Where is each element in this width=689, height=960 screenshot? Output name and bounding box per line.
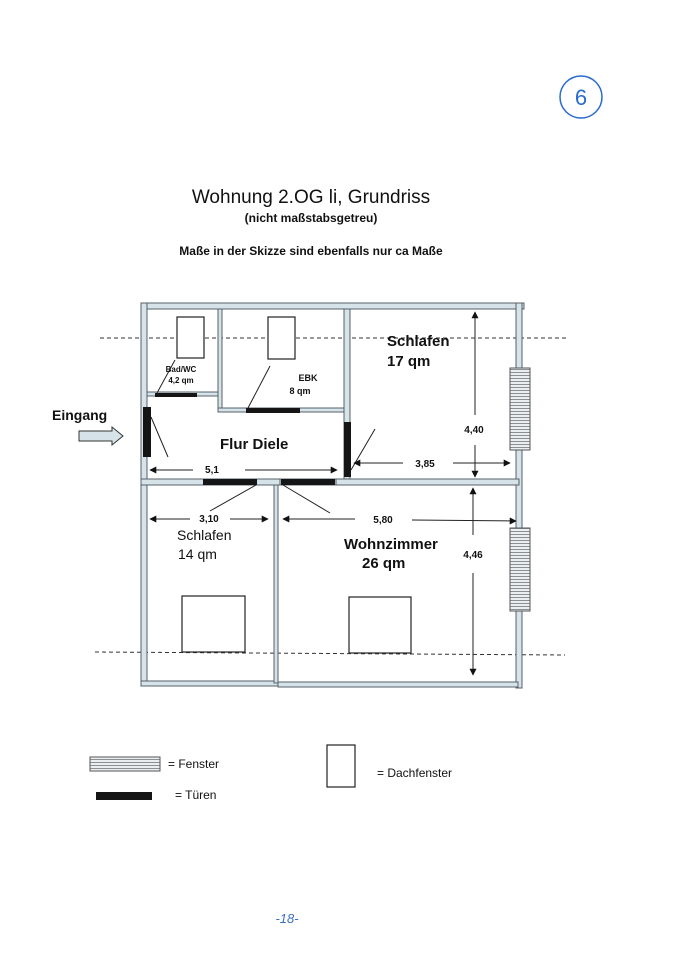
dimension-lines	[149, 311, 517, 676]
dimension-flur-width: 5,1	[205, 465, 219, 476]
room-area-schlafen-14: 14 qm	[178, 546, 217, 562]
dimension-schlafen-17-width: 3,85	[415, 459, 435, 470]
skylight	[267, 316, 296, 360]
dimension-schlafen-17-depth: 4,40	[464, 425, 484, 436]
dimension-schlafen-14-width: 3,10	[199, 514, 219, 525]
page-marker-number: 6	[575, 85, 587, 110]
dimension-wohnzimmer-depth: 4,46	[463, 550, 483, 561]
room-name-wohnzimmer: Wohnzimmer	[344, 536, 438, 553]
room-name-flur: Flur Diele	[220, 436, 288, 453]
legend-skylight-symbol	[326, 744, 356, 788]
room-name-ebk: EBK	[298, 373, 318, 383]
skylight	[348, 596, 412, 654]
roof-slope-line	[94, 651, 566, 656]
room-area-ebk: 8 qm	[289, 386, 310, 396]
skylight	[176, 316, 205, 359]
measurement-note: Maße in der Skizze sind ebenfalls nur ca…	[179, 244, 443, 258]
legend-skylight-label: = Dachfenster	[377, 766, 452, 780]
page-title: Wohnung 2.OG li, Grundriss	[192, 187, 430, 208]
skylight	[181, 595, 246, 653]
dimension-wohnzimmer-width: 5,80	[373, 515, 393, 526]
room-area-schlafen-17: 17 qm	[387, 353, 430, 370]
doors	[143, 359, 376, 514]
room-area-bad: 4,2 qm	[168, 376, 193, 385]
legend-window-symbol	[89, 756, 161, 772]
page-number: -18-	[275, 911, 299, 926]
room-name-schlafen-14: Schlafen	[177, 527, 231, 543]
room-area-wohnzimmer: 26 qm	[362, 555, 405, 572]
room-name-bad: Bad/WC	[166, 365, 197, 374]
page-subtitle: (nicht maßstabsgetreu)	[245, 211, 378, 225]
entrance-label: Eingang	[52, 407, 107, 423]
entrance-arrow-icon	[78, 425, 124, 447]
legend-door-label: = Türen	[175, 788, 216, 802]
window	[509, 527, 531, 612]
legend-window-label: = Fenster	[168, 757, 219, 771]
room-name-schlafen-17: Schlafen	[387, 333, 450, 350]
window	[509, 367, 531, 451]
legend-door-symbol	[96, 792, 152, 800]
page-marker: 6	[559, 75, 603, 119]
